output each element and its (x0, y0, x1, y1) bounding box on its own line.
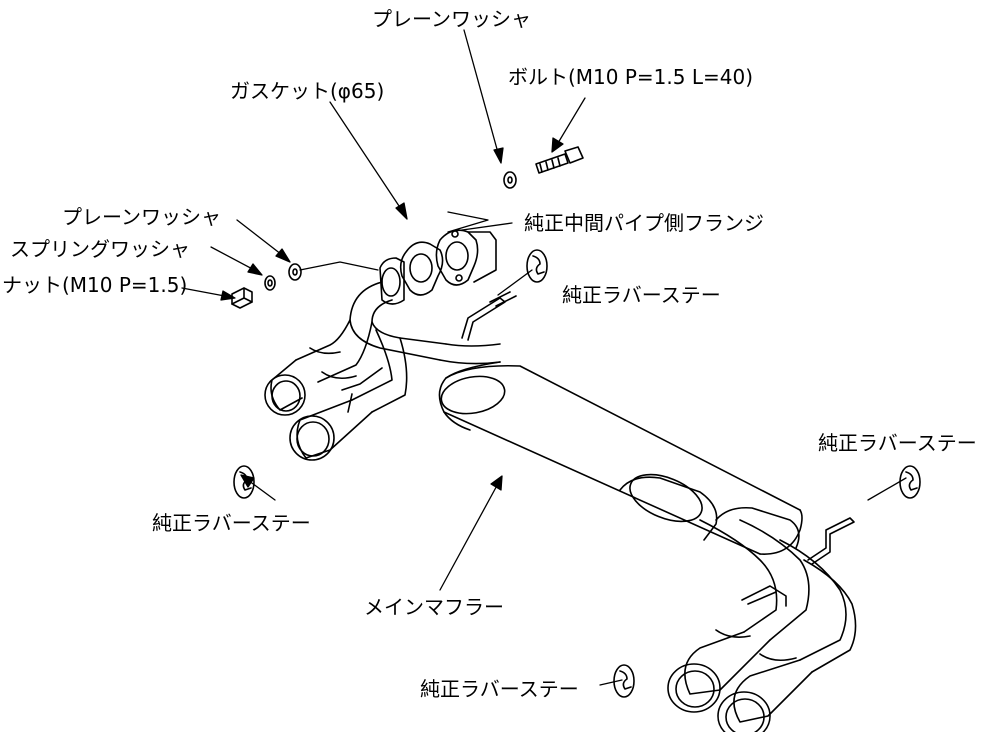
label-gasket: ガスケット(φ65) (230, 79, 385, 103)
spring-washer-icon (264, 275, 276, 291)
label-main-muffler: メインマフラー (364, 595, 504, 619)
bolt-icon (535, 146, 584, 174)
gasket-icon (399, 241, 444, 296)
stay-rod-upper (461, 291, 517, 341)
label-plain-washer-top: プレーンワッシャ (372, 7, 531, 31)
washer-icon (503, 171, 517, 189)
rubber-stay-icon (233, 249, 921, 698)
label-nut: ナット(M10 P=1.5) (2, 273, 188, 297)
label-rubber-stay-right: 純正ラバーステー (818, 431, 977, 455)
plain-washer-left-icon (288, 263, 302, 281)
muffler-icon (438, 361, 803, 555)
tailpipe-icon (264, 319, 408, 461)
label-rubber-stay-bottom: 純正ラバーステー (420, 677, 579, 701)
label-rubber-stay-upper: 純正ラバーステー (562, 283, 721, 307)
nut-icon (231, 287, 253, 309)
stay-rod-right (807, 517, 855, 565)
tailpipe-right-icon (667, 519, 857, 736)
flange-icon (435, 229, 497, 286)
label-bolt: ボルト(M10 P=1.5 L=40) (508, 65, 753, 89)
label-spring-washer: スプリングワッシャ (10, 237, 190, 261)
label-rubber-stay-left: 純正ラバーステー (152, 511, 311, 535)
leader-lines (181, 29, 907, 686)
label-plain-washer-left: プレーンワッシャ (62, 205, 221, 229)
label-oem-flange: 純正中間パイプ側フランジ (524, 211, 764, 235)
